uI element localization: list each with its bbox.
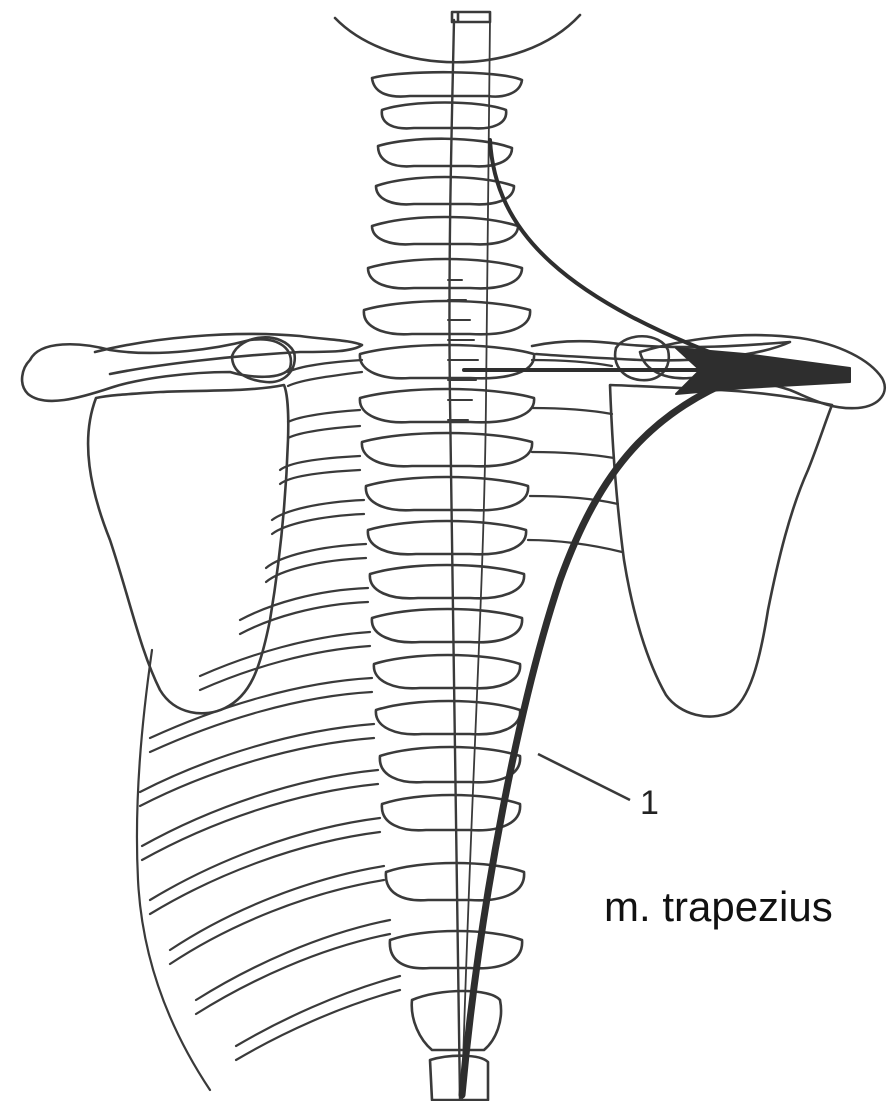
left-humeral-head	[232, 337, 295, 382]
trapezius-insertion	[676, 348, 850, 394]
lumbar-vertebrae	[386, 863, 524, 1100]
spinal-cord	[449, 20, 460, 1100]
thoracic-vertebrae	[360, 301, 534, 830]
right-ribs	[528, 360, 622, 552]
muscle-name-label: m. trapezius	[604, 883, 833, 931]
spine-pin-head	[452, 12, 490, 22]
left-clavicle	[95, 334, 362, 374]
left-ribs	[137, 360, 400, 1090]
trapezius-descending-part	[490, 140, 752, 368]
left-scapula	[88, 385, 288, 713]
leader-line	[538, 754, 630, 800]
leader-number-label: 1	[640, 784, 659, 823]
spinal-canal	[462, 20, 490, 1100]
